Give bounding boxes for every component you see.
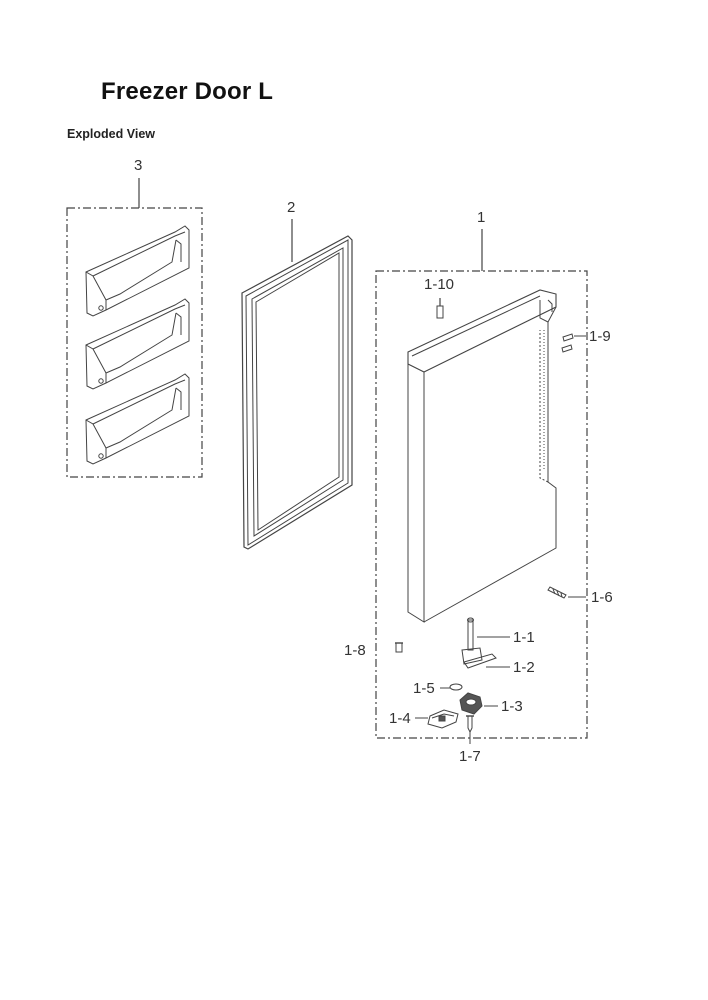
callout-1-10: 1-10 [424, 276, 455, 293]
callout-1-2: 1-2 [513, 659, 535, 676]
door-bin-3 [85, 373, 190, 465]
page-title: Freezer Door L [101, 78, 274, 105]
page-subtitle: Exploded View [67, 127, 155, 141]
callout-1-7: 1-7 [459, 748, 481, 765]
door-bin-1 [85, 225, 190, 317]
part-1-4-block [415, 709, 459, 729]
part-1-3-cap [459, 692, 498, 715]
callout-1-6: 1-6 [591, 589, 613, 606]
callout-2: 2 [287, 199, 296, 216]
callout-1: 1 [477, 209, 486, 226]
part-1-6-spring [547, 586, 586, 599]
callout-1-5: 1-5 [413, 680, 435, 697]
part-1-10-pin [436, 298, 444, 319]
part-1-7-screw [466, 715, 474, 744]
part-1-2-bracket [463, 653, 510, 669]
part-1-9-screws [561, 333, 586, 353]
door-gasket [241, 219, 353, 550]
part-1-5-washer [440, 683, 463, 691]
callout-1-3: 1-3 [501, 698, 523, 715]
door-assembly-boundary [375, 270, 588, 739]
callout-1-4: 1-4 [389, 710, 411, 727]
door-bin-2 [85, 298, 190, 390]
callout-1-9: 1-9 [589, 328, 611, 345]
door-bins-group [66, 178, 203, 478]
part-1-1-hinge [461, 617, 510, 665]
callout-3: 3 [134, 157, 143, 174]
bins-boundary [66, 207, 203, 478]
door-body [407, 289, 557, 623]
callout-1-8: 1-8 [344, 642, 366, 659]
part-1-8-screw [395, 642, 403, 653]
callout-1-1: 1-1 [513, 629, 535, 646]
